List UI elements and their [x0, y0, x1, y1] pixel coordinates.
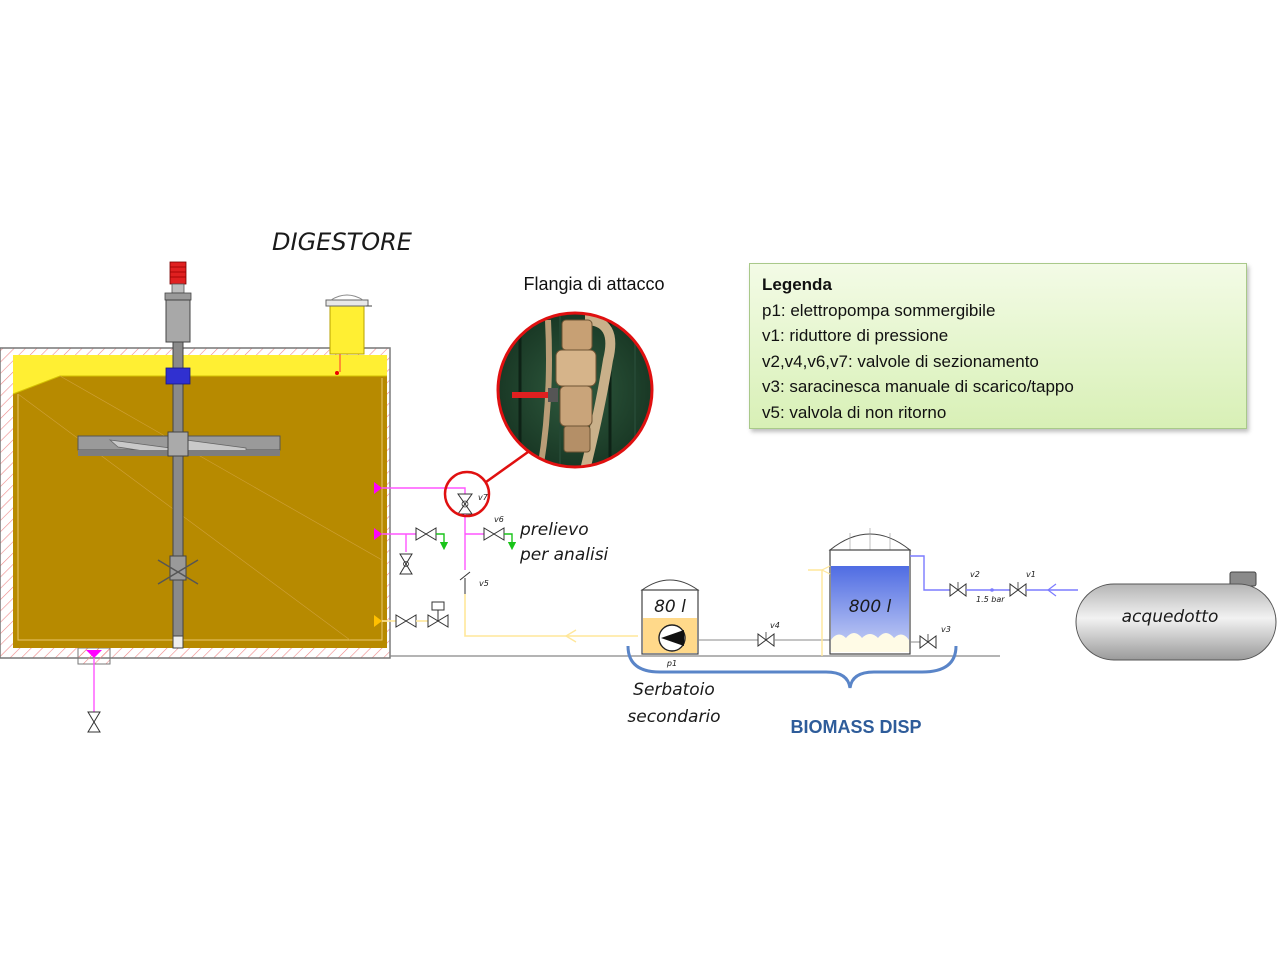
valve-v2-tag: v2 [970, 570, 980, 579]
bottom-drain-inlet [86, 650, 102, 658]
digester-liquid [13, 355, 387, 648]
flange-callout [443, 311, 654, 518]
biomass-group-brace [626, 645, 958, 689]
digester-title: DIGESTORE [272, 228, 413, 256]
sampling-label-line2: per analisi [519, 545, 609, 565]
flange-label: Flangia di attacco [523, 274, 664, 294]
main-tank: 800 l [828, 528, 912, 655]
side-valve-icon [399, 553, 413, 575]
aqueduct-label: acquedotto [1122, 607, 1219, 627]
aqueduct-tank: acquedotto [1075, 571, 1277, 661]
pump-p1-icon [658, 624, 686, 652]
valve-v5-icon [459, 571, 471, 594]
legend-item-v3: v3: saracinesca manuale di scarico/tappo [762, 377, 1074, 396]
shaft-seal-icon [165, 367, 191, 385]
valve-v4-tag: v4 [770, 621, 780, 630]
legend-item-isolation-valves: v2,v4,v6,v7: valvole di sezionamento [762, 351, 1039, 371]
agitator-shaft [172, 341, 184, 647]
valve-v6-icon [483, 527, 505, 541]
bottom-drain-valve-icon [87, 711, 101, 733]
sample-valve-icon [415, 527, 437, 541]
digester-foam [13, 355, 387, 394]
legend-box: Legenda p1: elettropompa sommergibile v1… [749, 263, 1247, 429]
sampling-label-line1: prelievo [519, 520, 589, 540]
valve-v7-icon [457, 493, 473, 515]
main-tank-volume: 800 l [849, 597, 892, 617]
valve-v1-icon [1009, 582, 1027, 597]
valve-v3-tag: v3 [941, 625, 951, 634]
legend-item-p1: p1: elettropompa sommergibile [762, 300, 996, 320]
pump-p1-tag: p1 [666, 659, 677, 668]
valve-v3-icon [919, 634, 937, 649]
legend-item-v1: v1: riduttore di pressione [762, 326, 949, 345]
valve-v5-tag: v5 [479, 579, 489, 588]
legend-title: Legenda [762, 275, 832, 294]
agitator-motor-icon [169, 261, 187, 285]
secondary-tank-label-line1: Serbatoio [633, 680, 715, 700]
valve-v4-icon [757, 632, 775, 647]
valve-v6-tag: v6 [494, 515, 504, 524]
flange-photo [498, 313, 652, 467]
valve-v2-icon [949, 582, 967, 597]
inlet-valve-icon [395, 614, 417, 628]
legend-item-v5: v5: valvola di non ritorno [762, 402, 947, 422]
valve-v7-tag: v7 [478, 493, 489, 502]
digester [0, 261, 391, 733]
biomass-group-label: BIOMASS DISP [790, 717, 921, 737]
secondary-tank: 80 l p1 [640, 579, 700, 668]
manhole [329, 303, 365, 355]
valve-v1-tag: v1 [1026, 570, 1036, 579]
secondary-tank-volume: 80 l [654, 597, 686, 617]
level-sensor [335, 371, 339, 375]
flange-highlight-circle [443, 470, 491, 518]
secondary-tank-label-line2: secondario [627, 707, 720, 727]
pressure-label: 1.5 bar [976, 595, 1005, 604]
actuated-valve-icon [427, 601, 449, 628]
